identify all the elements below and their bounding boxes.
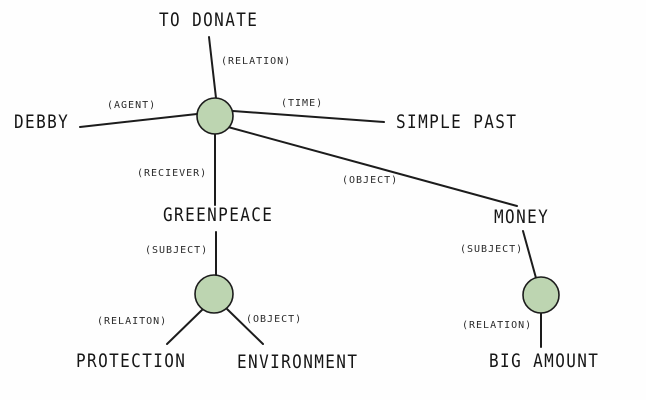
right-sub-node <box>522 276 560 314</box>
edge-object-environment <box>226 308 264 345</box>
edge-agent-debby <box>79 113 198 128</box>
edge-label-relaiton: (RELAITON) <box>97 316 168 327</box>
edge-label-object-lower: (OBJECT) <box>246 314 303 325</box>
edge-relaiton-protection <box>166 308 204 345</box>
concept-money: MONEY <box>494 205 550 228</box>
edge-label-relation-right: (RELATION) <box>462 320 533 331</box>
edge-label-relation-top: (RELATION) <box>221 56 292 67</box>
left-sub-node <box>194 274 234 314</box>
edge-label-reciever: (RECIEVER) <box>137 168 208 179</box>
concept-greenpeace: GREENPEACE <box>163 203 274 226</box>
concept-big-amount: BIG AMOUNT <box>489 349 600 372</box>
concept-simple-past: SIMPLE PAST <box>396 110 518 133</box>
concept-protection: PROTECTION <box>76 349 187 372</box>
edge-label-subject-right: (SUBJECT) <box>460 244 524 255</box>
edge-object-money <box>227 126 518 207</box>
concept-environment: ENVIRONMENT <box>237 350 359 373</box>
edge-label-object: (OBJECT) <box>342 175 399 186</box>
edge-time-simple-past <box>232 110 385 123</box>
edge-label-subject-left: (SUBJECT) <box>145 245 209 256</box>
edge-label-agent: (AGENT) <box>107 100 157 111</box>
concept-debby: DEBBY <box>14 110 70 133</box>
edge-label-time: (TIME) <box>281 98 324 109</box>
event-node <box>196 97 234 135</box>
edge-relation-to-donate <box>208 36 217 99</box>
edge-subject-money-subnode <box>522 230 537 279</box>
concept-to-donate: TO DONATE <box>159 8 259 31</box>
